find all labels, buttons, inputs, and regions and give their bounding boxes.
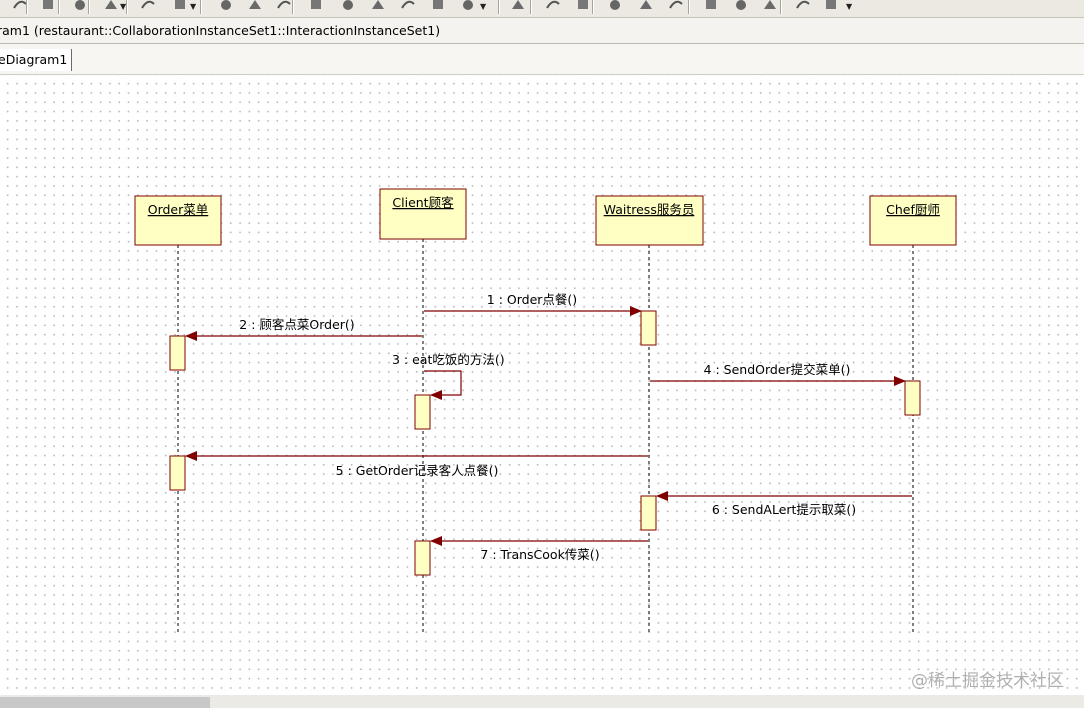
message-label: 2 : 顾客点菜Order() bbox=[239, 317, 354, 332]
message-icon[interactable] bbox=[308, 0, 324, 12]
message-label: 3 : eat吃饭的方法() bbox=[392, 352, 505, 367]
object-box[interactable] bbox=[379, 188, 467, 240]
activation-bar[interactable] bbox=[640, 495, 657, 531]
toolbar-separator bbox=[780, 0, 782, 14]
object-box[interactable] bbox=[595, 195, 704, 246]
scrollbar-thumb[interactable] bbox=[0, 697, 210, 708]
tab-diagram[interactable]: eDiagram1 bbox=[0, 49, 73, 71]
diagram-title: ram1 (restaurant::CollaborationInstanceS… bbox=[0, 23, 441, 38]
tab-strip: eDiagram1 bbox=[0, 44, 1084, 75]
tree-icon[interactable] bbox=[823, 0, 839, 12]
chevron-down-icon[interactable]: ▼ bbox=[190, 2, 197, 11]
message-arrow[interactable] bbox=[424, 370, 462, 400]
toolbar-separator bbox=[26, 0, 28, 14]
paste-icon[interactable] bbox=[575, 0, 591, 12]
message-4[interactable]: 4 : SendOrder提交菜单() bbox=[650, 362, 906, 386]
object-client[interactable]: Client顾客 bbox=[379, 188, 467, 240]
toolbar-separator bbox=[530, 0, 532, 14]
message-1[interactable]: 1 : Order点餐() bbox=[424, 292, 642, 316]
object-label: Client顾客 bbox=[392, 195, 454, 210]
align-top-icon[interactable] bbox=[276, 0, 292, 12]
shapes-icon[interactable] bbox=[140, 0, 156, 12]
toolbar-separator bbox=[688, 0, 690, 14]
chevron-down-icon[interactable]: ▼ bbox=[480, 2, 487, 11]
align-right-icon[interactable] bbox=[668, 0, 684, 12]
note-icon[interactable] bbox=[430, 0, 446, 12]
distribute-icon[interactable] bbox=[703, 0, 719, 12]
message-label: 1 : Order点餐() bbox=[487, 292, 577, 307]
toolbar-separator bbox=[498, 0, 500, 14]
message-3[interactable]: 3 : eat吃饭的方法() bbox=[392, 352, 505, 400]
object-box[interactable] bbox=[869, 195, 957, 246]
grid-icon[interactable] bbox=[510, 0, 526, 12]
edit-icon[interactable] bbox=[370, 0, 386, 12]
zoom-icon[interactable] bbox=[172, 0, 188, 12]
message-label: 5 : GetOrder记录客人点餐() bbox=[336, 463, 499, 478]
layout-icon[interactable] bbox=[460, 0, 476, 12]
link-icon[interactable] bbox=[795, 0, 811, 12]
activation-bar[interactable] bbox=[640, 310, 657, 346]
diagram-title-bar: ram1 (restaurant::CollaborationInstanceS… bbox=[0, 18, 1084, 44]
watermark: @稀土掘金技术社区 bbox=[911, 671, 1064, 691]
message-label: 4 : SendOrder提交菜单() bbox=[704, 362, 851, 377]
align-left-icon[interactable] bbox=[607, 0, 623, 12]
diagram-canvas[interactable]: Order菜单 Client顾客 Waitress服务员 Chef厨师 1 : Ord… bbox=[0, 75, 1084, 695]
chevron-down-icon[interactable]: ▼ bbox=[846, 2, 853, 11]
toolbar-separator bbox=[200, 0, 202, 14]
message-label: 7 : TransCook传菜() bbox=[480, 547, 599, 562]
undo-icon[interactable] bbox=[40, 0, 56, 12]
align-center-icon[interactable] bbox=[638, 0, 654, 12]
chevron-down-icon[interactable]: ▼ bbox=[120, 2, 127, 11]
message-5[interactable]: 5 : GetOrder记录客人点餐() bbox=[185, 451, 648, 478]
toolbar-separator bbox=[292, 0, 294, 14]
activation-bar[interactable] bbox=[169, 455, 186, 491]
redo-icon[interactable] bbox=[12, 0, 28, 12]
object-order[interactable]: Order菜单 bbox=[134, 195, 222, 246]
activation-bar[interactable] bbox=[904, 380, 921, 416]
activation-bar[interactable] bbox=[169, 335, 186, 371]
align-middle-icon[interactable] bbox=[247, 0, 263, 12]
object-label: Waitress服务员 bbox=[604, 202, 695, 217]
horizontal-scrollbar[interactable] bbox=[0, 695, 1084, 708]
bold-fill-icon[interactable] bbox=[103, 0, 119, 12]
object-box[interactable] bbox=[134, 195, 222, 246]
toolbar-separator bbox=[592, 0, 594, 14]
object-label: Order菜单 bbox=[148, 202, 209, 217]
sequence-diagram: Order菜单 Client顾客 Waitress服务员 Chef厨师 1 : Ord… bbox=[134, 188, 957, 633]
attach-icon[interactable] bbox=[400, 0, 416, 12]
print-icon[interactable] bbox=[72, 0, 88, 12]
share-icon[interactable] bbox=[762, 0, 778, 12]
message-6[interactable]: 6 : SendALert提示取菜() bbox=[656, 491, 912, 517]
object-chef[interactable]: Chef厨师 bbox=[869, 195, 957, 246]
message-7[interactable]: 7 : TransCook传菜() bbox=[430, 536, 648, 562]
object-label: Chef厨师 bbox=[886, 202, 940, 217]
message-2[interactable]: 2 : 顾客点菜Order() bbox=[185, 317, 422, 341]
object-waitress[interactable]: Waitress服务员 bbox=[595, 195, 704, 246]
copy-icon[interactable] bbox=[545, 0, 561, 12]
box-icon[interactable] bbox=[340, 0, 356, 12]
activation-bar[interactable] bbox=[414, 394, 431, 430]
toolbar-separator bbox=[126, 0, 128, 14]
activation-bar[interactable] bbox=[414, 540, 431, 576]
align-bottom-icon[interactable] bbox=[218, 0, 234, 12]
toolbar: ▼ ▼ ▼ ▼ bbox=[0, 0, 1084, 18]
toolbar-separator bbox=[88, 0, 90, 14]
message-label: 6 : SendALert提示取菜() bbox=[712, 502, 856, 517]
stack-icon[interactable] bbox=[733, 0, 749, 12]
toolbar-separator bbox=[58, 0, 60, 14]
